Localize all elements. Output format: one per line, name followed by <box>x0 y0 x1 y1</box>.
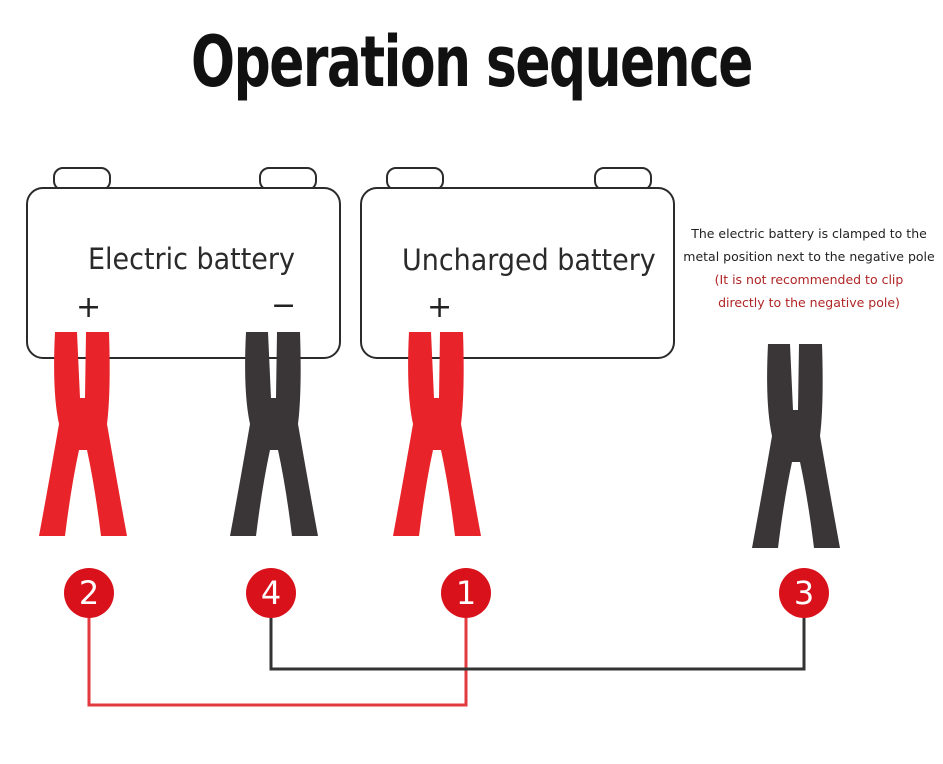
electric-battery-label: Electric battery <box>88 242 295 276</box>
black-clamp-negative-electric <box>230 332 318 536</box>
step-badge: 1 <box>441 568 491 618</box>
positive-sign: + <box>427 290 453 325</box>
positive-sign: + <box>76 290 102 325</box>
step-badge: 3 <box>779 568 829 618</box>
battery-terminal <box>386 167 444 191</box>
battery-terminal <box>53 167 111 191</box>
battery-terminal <box>259 167 317 191</box>
step-badge: 4 <box>246 568 296 618</box>
note-line: The electric battery is clamped to the <box>691 226 927 241</box>
battery-body <box>26 187 341 359</box>
note-warning-line: directly to the negative pole) <box>718 295 900 310</box>
battery-terminal <box>594 167 652 191</box>
red-clamp-positive-electric <box>39 332 127 536</box>
negative-sign: − <box>271 288 297 323</box>
step-badge: 2 <box>64 568 114 618</box>
uncharged-battery <box>360 167 675 359</box>
electric-battery <box>26 167 341 359</box>
note-line: metal position next to the negative pole <box>683 249 935 264</box>
clamp-note: The electric battery is clamped to the m… <box>676 222 942 314</box>
red-clamp-positive-uncharged <box>393 332 481 536</box>
battery-body <box>360 187 675 359</box>
black-clamp-ground <box>752 344 840 548</box>
note-warning-line: (It is not recommended to clip <box>714 272 904 287</box>
red-cable <box>87 618 468 707</box>
black-cable <box>269 618 806 671</box>
diagram-title: Operation sequence <box>191 21 753 103</box>
uncharged-battery-label: Uncharged battery <box>402 243 656 277</box>
